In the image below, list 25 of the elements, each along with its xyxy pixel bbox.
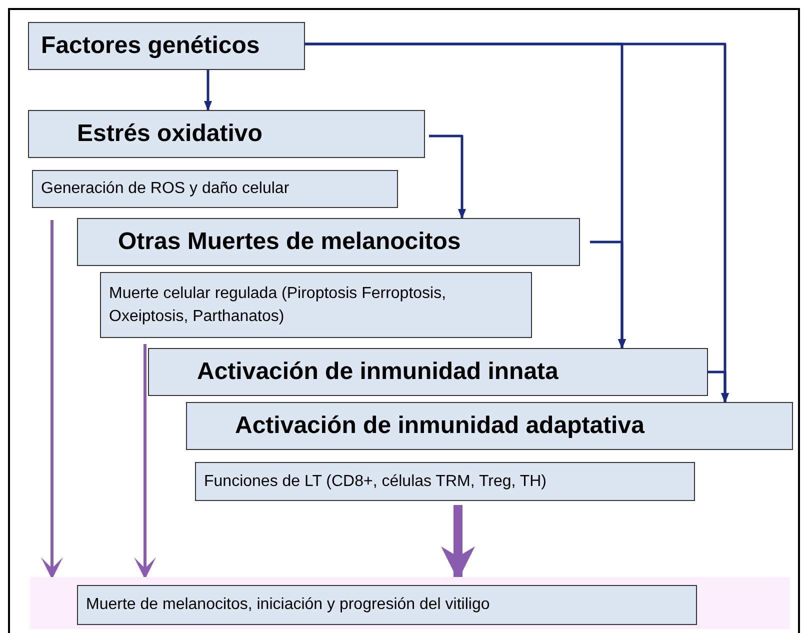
box-label: Factores genéticos <box>41 31 261 61</box>
box-label: Otras Muertes de melanocitos <box>118 227 462 257</box>
outcome-band <box>30 577 790 629</box>
box-label: Activación de inmunidad adaptativa <box>235 411 646 441</box>
box-label: Estrés oxidativo <box>77 119 264 149</box>
arrow <box>590 240 626 349</box>
box-label: Funciones de LT (CD8+, células TRM, Treg, TH) <box>204 472 548 492</box>
note-box <box>195 462 695 501</box>
process-box <box>28 110 425 158</box>
box-label: Muerte celular regulada (Piroptosis Ferroptosis, Oxeiptosis, Parthanatos) <box>109 284 448 327</box>
arrow <box>708 370 729 403</box>
arrow <box>134 344 156 580</box>
process-box <box>77 218 580 266</box>
process-box <box>148 348 708 396</box>
arrow <box>41 220 63 580</box>
process-box <box>186 402 793 450</box>
note-box <box>32 170 398 208</box>
box-label: Generación de ROS y daño celular <box>41 179 290 199</box>
process-box <box>28 22 305 70</box>
note-box <box>100 272 532 338</box>
box-label: Activación de inmunidad innata <box>197 357 560 387</box>
arrow <box>429 134 466 219</box>
outcome-box <box>77 585 697 625</box>
arrow <box>204 70 212 111</box>
box-label: Muerte de melanocitos, iniciación y progresión del vitiligo <box>86 595 491 615</box>
